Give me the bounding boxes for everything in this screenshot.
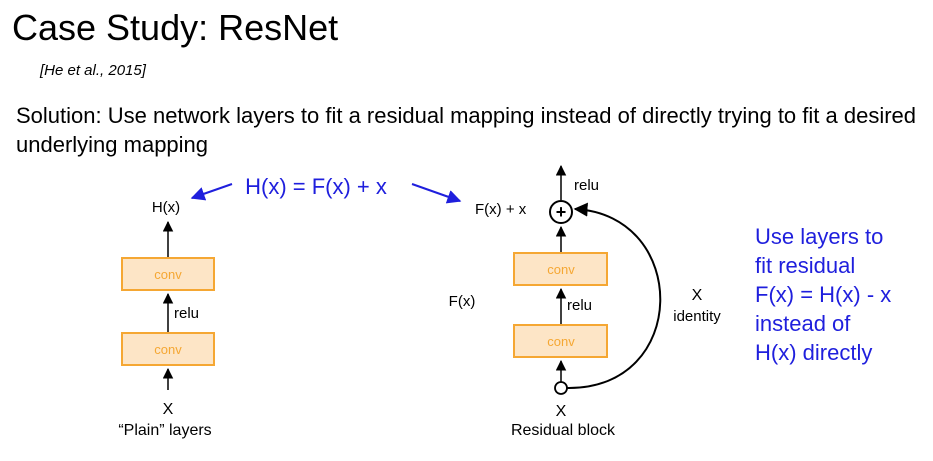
center-equation: H(x) = F(x) + x bbox=[245, 174, 387, 199]
note-line: H(x) directly bbox=[755, 340, 873, 365]
residual-conv-bottom-box bbox=[513, 324, 608, 358]
plain-relu: relu bbox=[174, 305, 199, 322]
arrow-to-residual-output bbox=[411, 183, 462, 204]
residual-plus-symbol: + bbox=[556, 202, 567, 222]
residual-conv-top: conv bbox=[547, 262, 575, 277]
note-line: F(x) = H(x) - x bbox=[755, 282, 892, 307]
arrow-to-plain-output bbox=[190, 183, 233, 201]
plain-input-label: X bbox=[163, 401, 174, 418]
identity-skip-connection bbox=[566, 202, 662, 390]
identity-x-label: X bbox=[692, 287, 703, 304]
residual-fx-label: F(x) bbox=[449, 293, 476, 310]
plain-conv-top: conv bbox=[154, 267, 182, 282]
residual-input-label: X bbox=[556, 403, 567, 420]
residual-add-node bbox=[549, 200, 573, 224]
note-line: instead of bbox=[755, 311, 851, 336]
residual-relu: relu bbox=[567, 297, 592, 314]
plain-conv-bottom-box bbox=[121, 332, 215, 366]
plain-conv-top-box bbox=[121, 257, 215, 291]
slide-title: Case Study: ResNet bbox=[12, 7, 339, 48]
identity-label: identity bbox=[673, 308, 721, 325]
plain-output-label: H(x) bbox=[152, 199, 180, 216]
solution-text: Solution: Use network layers to fit a re… bbox=[16, 103, 917, 158]
residual-sum-label: F(x) + x bbox=[475, 201, 527, 218]
plain-conv-bottom: conv bbox=[154, 342, 182, 357]
residual-caption: Residual block bbox=[511, 422, 616, 439]
residual-output-relu: relu bbox=[574, 177, 599, 194]
residual-conv-top-box bbox=[513, 252, 608, 286]
residual-conv-bottom: conv bbox=[547, 334, 575, 349]
residual-input-node bbox=[554, 381, 568, 395]
citation: [He et al., 2015] bbox=[40, 62, 146, 79]
note-line: fit residual bbox=[755, 253, 856, 278]
residual-explanation: Use layers to fit residual F(x) = H(x) -… bbox=[755, 222, 891, 367]
note-line: Use layers to bbox=[755, 224, 884, 249]
plain-caption: “Plain” layers bbox=[118, 422, 211, 439]
